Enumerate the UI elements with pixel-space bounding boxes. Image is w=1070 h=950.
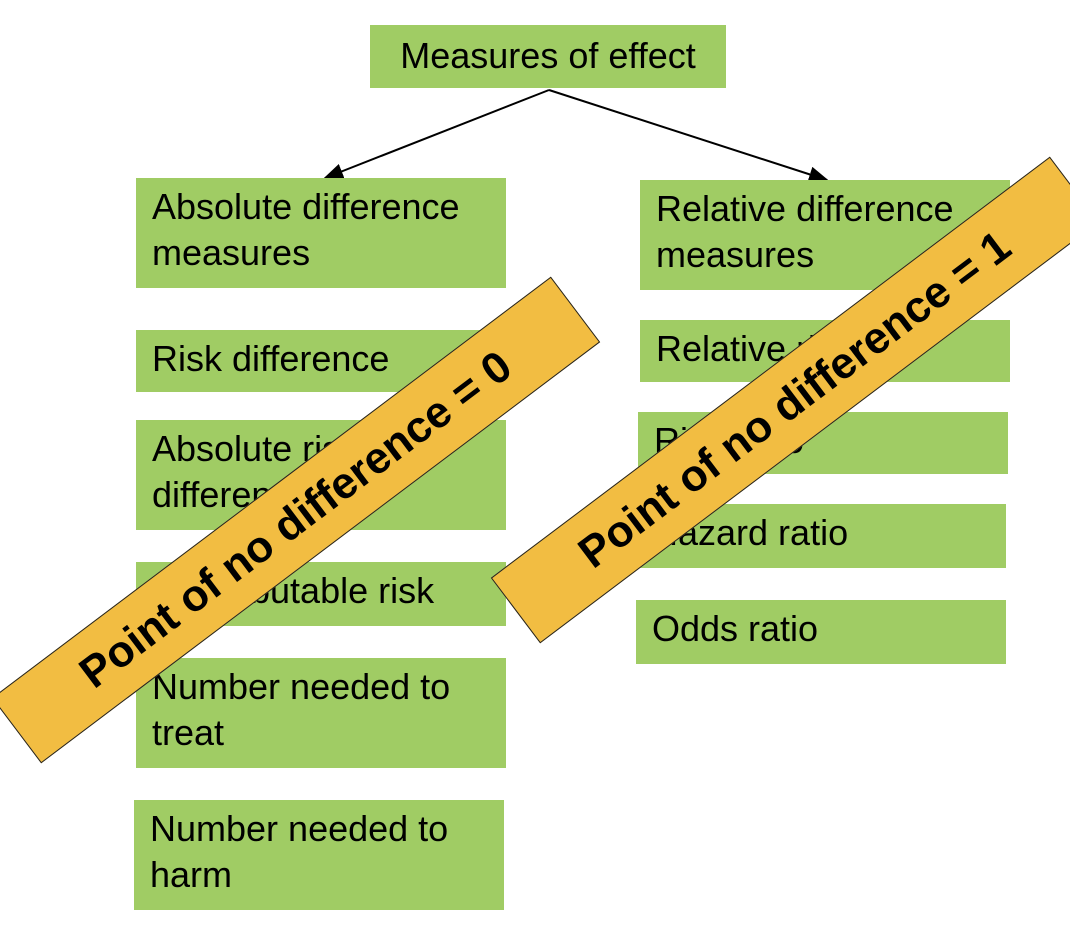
relative-item-hazard-ratio: Hazard ratio xyxy=(636,504,1006,568)
relative-item-odds-ratio: Odds ratio xyxy=(636,600,1006,664)
arrow-to-relative xyxy=(548,89,829,183)
absolute-item-number-needed-to-treat: Number needed to treat xyxy=(136,658,506,768)
absolute-difference-header: Absolute difference measures xyxy=(136,178,506,288)
absolute-item-number-needed-to-harm: Number needed to harm xyxy=(134,800,504,910)
arrow-to-absolute xyxy=(323,89,550,179)
root-node-measures-of-effect: Measures of effect xyxy=(370,25,726,88)
